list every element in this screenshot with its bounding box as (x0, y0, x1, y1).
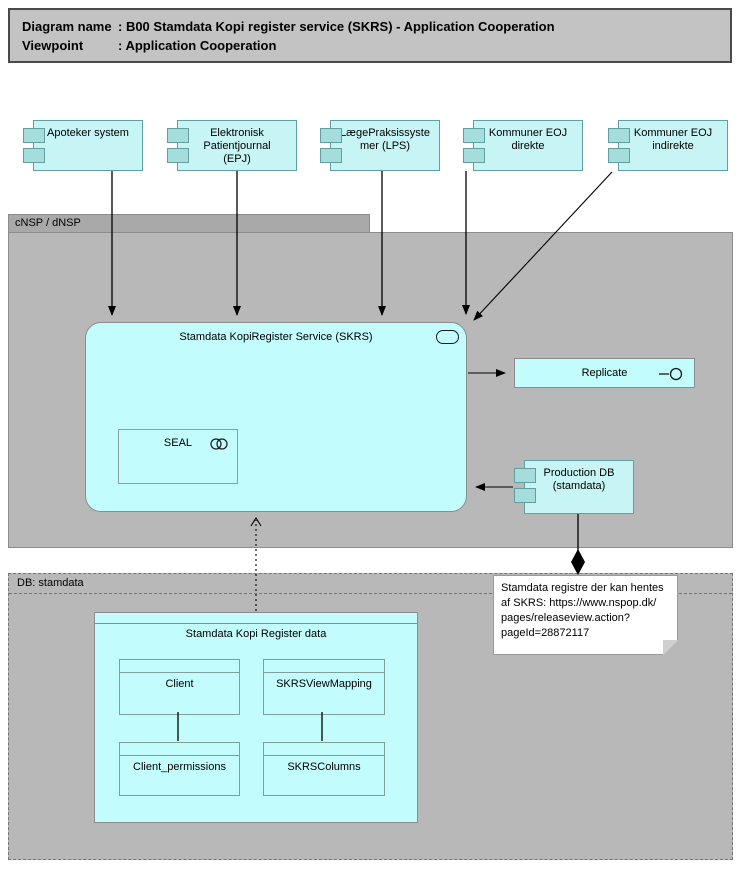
component-kommuner-eoj-direkte: Kommuner EOJ direkte (463, 120, 583, 171)
diagram-name-label: Diagram name (22, 19, 112, 34)
viewpoint-value: : Application Cooperation (118, 38, 277, 53)
composition-diamond (571, 549, 585, 575)
component-production-db: Production DB (stamdata) (514, 460, 634, 514)
component-label: Kommuner EOJ indirekte (633, 127, 713, 152)
service-label: Replicate (581, 367, 628, 379)
data-object-stamdata-kopi-register-data: Stamdata Kopi Register data Client SKRSV… (94, 612, 418, 823)
component-tab-icon (320, 148, 342, 163)
viewpoint-label: Viewpoint (22, 38, 84, 53)
collaboration-label: SEAL (163, 437, 193, 449)
component-tab-icon (608, 148, 630, 163)
group-label: cNSP / dNSP (15, 217, 81, 229)
data-object-header-band (95, 613, 417, 624)
component-apoteker-system: Apoteker system (23, 120, 143, 171)
entity-label: Client (165, 678, 194, 690)
group-label: DB: stamdata (17, 577, 84, 589)
data-object-header-band (264, 743, 384, 756)
component-tab-icon (514, 488, 536, 503)
data-object-title: Stamdata Kopi Register data (185, 628, 327, 640)
application-service-icon (436, 330, 459, 344)
diagram-name-value: : B00 Stamdata Kopi register service (SK… (118, 19, 555, 34)
component-tab-icon (23, 148, 45, 163)
component-label: LægePraksissyste mer (LPS) (340, 127, 430, 152)
viewpoint-row: Viewpoint : Application Cooperation (22, 36, 718, 55)
entity-skrsviewmapping: SKRSViewMapping (263, 659, 385, 715)
component-label: Production DB (stamdata) (543, 467, 615, 492)
component-tab-icon (608, 128, 630, 143)
service-replicate: Replicate (514, 358, 695, 388)
component-label: Kommuner EOJ direkte (488, 127, 568, 152)
component-tab-icon (514, 468, 536, 483)
entity-client-permissions: Client_permissions (119, 742, 240, 796)
component-tab-icon (463, 148, 485, 163)
entity-client: Client (119, 659, 240, 715)
collaboration-seal: SEAL (118, 429, 238, 484)
diagram-title-block: Diagram name : B00 Stamdata Kopi register… (8, 8, 732, 63)
entity-label: SKRSColumns (287, 761, 361, 773)
group-cnsp-dnsp-tab: cNSP / dNSP (8, 214, 370, 233)
data-object-header-band (120, 743, 239, 756)
component-label: Apoteker system (47, 127, 129, 139)
data-object-header-band (264, 660, 384, 673)
component-tab-icon (167, 128, 189, 143)
entity-skrscolumns: SKRSColumns (263, 742, 385, 796)
entity-label: SKRSViewMapping (276, 678, 372, 690)
group-db-stamdata-header: DB: stamdata (9, 574, 732, 594)
entity-label: Client_permissions (133, 761, 226, 773)
component-epj: Elektronisk Patientjournal (EPJ) (167, 120, 297, 171)
note-skrs-registers: Stamdata registre der kan hentes af SKRS… (493, 575, 678, 655)
component-tab-icon (463, 128, 485, 143)
component-tab-icon (23, 128, 45, 143)
component-tab-icon (167, 148, 189, 163)
diagram-name-row: Diagram name : B00 Stamdata Kopi register… (22, 17, 718, 36)
interface-lollipop-icon (659, 367, 683, 381)
collaboration-icon (210, 438, 228, 450)
service-label: Stamdata KopiRegister Service (SKRS) (179, 331, 373, 343)
component-kommuner-eoj-indirekte: Kommuner EOJ indirekte (608, 120, 728, 171)
data-object-header-band (120, 660, 239, 673)
component-label: Elektronisk Patientjournal (EPJ) (203, 127, 271, 165)
component-tab-icon (320, 128, 342, 143)
component-lps: LægePraksissyste mer (LPS) (320, 120, 440, 171)
